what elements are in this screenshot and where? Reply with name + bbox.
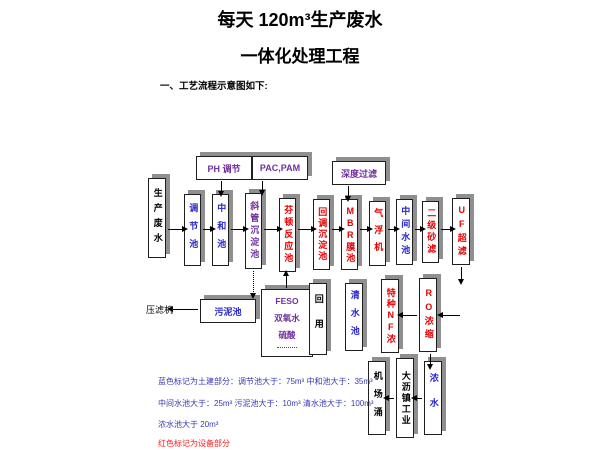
box-label: PH 调节 [207, 163, 241, 174]
box-sludge-tank: 污泥池 [200, 299, 256, 323]
box-label: 斜管沉淀池 [249, 201, 260, 261]
box-label: RO浓缩 [423, 288, 434, 342]
page-title: 每天 120m³生产废水 [217, 10, 383, 30]
box-label: 调节池 [188, 203, 199, 257]
box-label: 中间水池 [400, 206, 411, 258]
box-label: 芬顿反应池 [283, 205, 294, 265]
arrow-flow-9 [415, 226, 426, 232]
box-fenton-reaction-tank: 芬顿反应池 [279, 198, 296, 272]
arrow-flow-1 [168, 226, 188, 232]
box-deep-filtration: 深度过滤 [332, 161, 386, 185]
arrow-into-ro [437, 312, 460, 318]
box-label: 大沥镇工业 [400, 370, 411, 426]
arrow-concentrate-to-dali [411, 395, 422, 401]
box-label: 生产废水 [152, 188, 163, 248]
arrow-pacpam-to-sedimentation [259, 181, 265, 196]
box-readjust-sedimentation-tank: 回调沉淀池 [313, 199, 330, 270]
box-pac-pam: PAC,PAM [252, 156, 308, 180]
arrow-flow-6 [332, 226, 345, 232]
box-dosing-chemicals: FESO 双氧水 硫酸 [261, 289, 313, 357]
arrow-deepfilter-to-mbr [345, 186, 351, 202]
arrow-flow-2 [203, 226, 216, 232]
box-label: 清水池 [349, 290, 360, 344]
box-label: 回用 [313, 294, 324, 344]
arrow-dali-to-creek [383, 395, 394, 401]
box-secondary-sand-filter: 二级砂滤 [422, 201, 439, 263]
box-ph-adjust: PH 调节 [196, 156, 252, 180]
box-intermediate-water-tank: 中间水池 [396, 199, 413, 265]
box-air-flotation-machine: 气浮机 [369, 201, 386, 266]
arrow-sedimentation-to-sludge-dashed [250, 271, 256, 299]
arrow-flow-3 [231, 226, 249, 232]
box-label: 回调沉淀池 [317, 207, 328, 262]
arrow-flow-4 [264, 226, 283, 232]
section-heading: 一、工艺流程示意图如下: [160, 81, 268, 92]
arrow-flow-10 [441, 226, 456, 232]
legend-line-3: 浓水池大于 20m³ [158, 420, 219, 429]
chemical-feso-label: FESO [275, 295, 299, 306]
chemical-h2so4-label: 硫酸 [278, 330, 296, 341]
box-label: 二级砂滤 [426, 208, 437, 256]
box-label: 污泥池 [214, 306, 242, 317]
arrow-ro-to-nf [397, 312, 417, 318]
filter-press-label: 压滤机 [146, 305, 174, 315]
box-label: 浓水 [428, 373, 439, 423]
box-clean-water-tank: 清水池 [345, 283, 363, 351]
box-label: 深度过滤 [340, 168, 377, 179]
box-label: 气浮机 [373, 208, 384, 259]
legend-line-2: 中间水池大于：25m³ 污泥池大于：10m³ 清水池大于：100m³ [158, 399, 374, 408]
box-mbr-membrane-tank: MBR膜池 [341, 199, 358, 270]
box-label: PAC,PAM [259, 163, 301, 173]
illegible-fine-print [277, 347, 297, 350]
arrow-chemicals-to-fenton [283, 270, 289, 288]
box-label: MBR膜池 [345, 205, 356, 264]
box-concentrate-water: 浓水 [424, 361, 442, 435]
box-label: UF超滤 [456, 204, 467, 259]
arrow-uf-down [458, 267, 464, 285]
chemical-h2o2-label: 双氧水 [274, 312, 300, 323]
box-label: 特种NF浓 [385, 287, 396, 345]
legend-line-1: 蓝色标记为土建部分：调节池大于：75m³ 中和池大于：35m³ [158, 377, 373, 386]
box-reuse: 回用 [309, 283, 327, 355]
arrow-flow-5 [298, 226, 317, 232]
page-subtitle: 一体化处理工程 [240, 47, 360, 66]
legend-line-4: 红色标记为设备部分 [158, 439, 230, 448]
arrow-flow-7 [360, 226, 373, 232]
box-production-wastewater: 生产废水 [148, 178, 166, 258]
arrow-ph-to-neutralization [218, 181, 224, 197]
arrow-sludge-to-filter-press [167, 306, 198, 312]
box-label: 机场涌 [372, 371, 383, 425]
box-ro-concentration: RO浓缩 [419, 278, 437, 352]
arrow-flow-8 [388, 226, 400, 232]
arrow-ro-to-concentrate [427, 354, 433, 370]
box-label: 中和池 [216, 203, 227, 257]
